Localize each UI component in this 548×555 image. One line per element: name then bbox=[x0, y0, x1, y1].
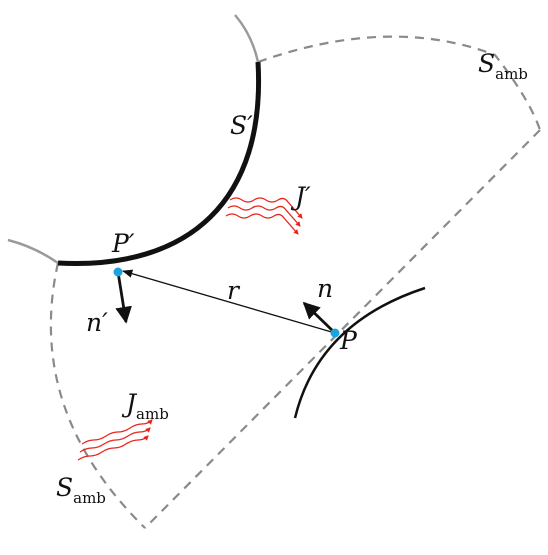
label-s-amb-top: Samb bbox=[478, 49, 528, 83]
surface-s-prime bbox=[57, 61, 262, 266]
radiation-j-prime bbox=[225, 197, 303, 235]
label-s-amb-bottom: Samb bbox=[56, 473, 106, 507]
ambient-boundary-top bbox=[257, 35, 542, 131]
surface-p bbox=[293, 286, 426, 419]
point-p-prime bbox=[113, 267, 123, 277]
label-j-amb: Jamb bbox=[121, 389, 169, 423]
label-s-prime: S′ bbox=[230, 111, 253, 140]
point-p bbox=[330, 328, 340, 338]
ambient-boundary-outer bbox=[144, 129, 541, 529]
n-vector bbox=[302, 301, 336, 335]
surface-s-prime-extension-bottom bbox=[7, 238, 59, 265]
surface-s-prime-extension-top bbox=[234, 14, 260, 63]
label-p-prime: P′ bbox=[111, 229, 135, 258]
n-prime-vector bbox=[115, 271, 132, 324]
radiation-j-amb bbox=[77, 419, 153, 461]
label-r: r bbox=[227, 276, 241, 305]
r-vector bbox=[122, 269, 336, 334]
label-n-prime: n′ bbox=[86, 308, 108, 337]
label-j-prime: J′ bbox=[290, 182, 311, 211]
label-n: n bbox=[317, 274, 333, 303]
label-p: P bbox=[339, 326, 358, 355]
ambient-boundary-left bbox=[49, 262, 146, 529]
